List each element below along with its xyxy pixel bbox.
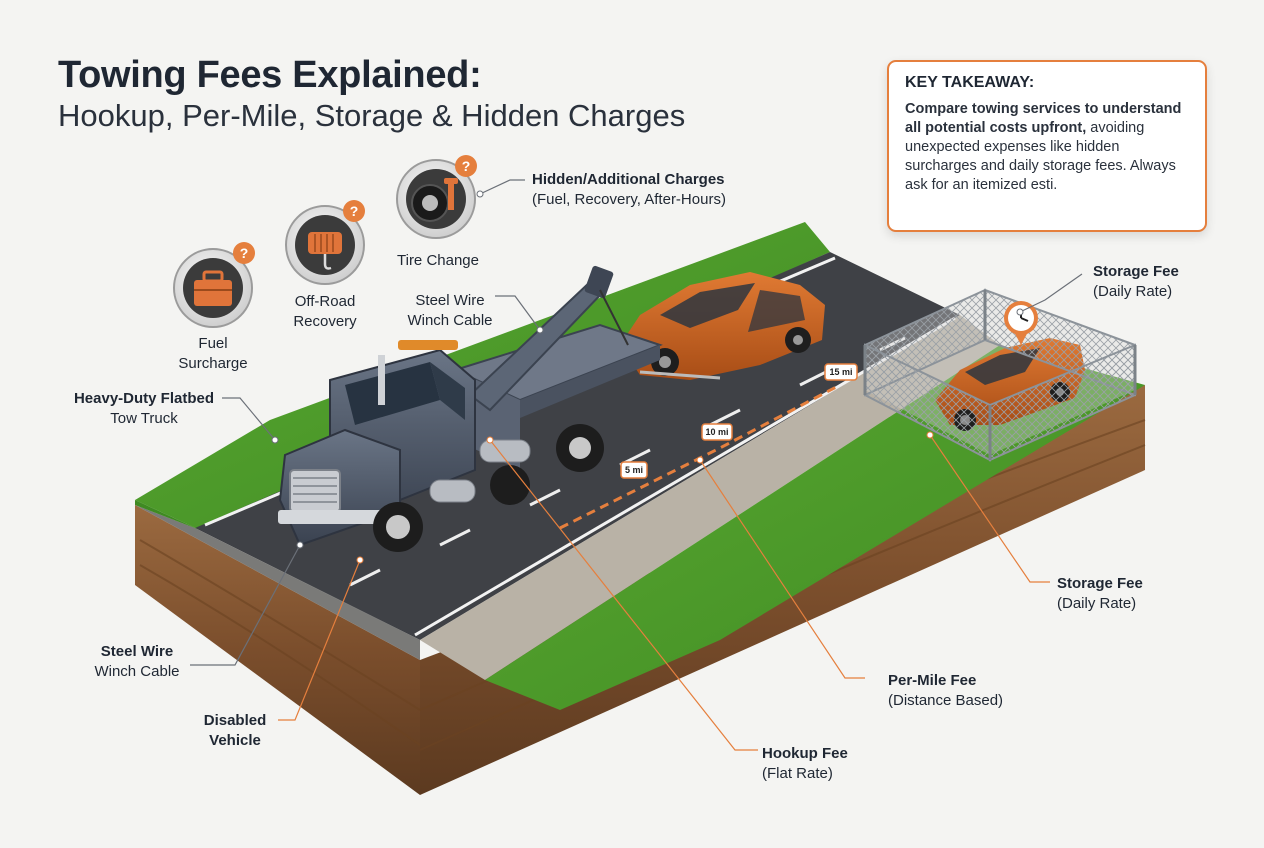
- key-takeaway-heading: KEY TAKEAWAY:: [905, 74, 1035, 91]
- storage-top-title: Storage Fee: [1093, 263, 1179, 280]
- key-takeaway-text: Compare towing services to understand al…: [905, 100, 1189, 195]
- clock-icon: [1004, 301, 1038, 345]
- label-tow-truck: Heavy-Duty Flatbed Tow Truck: [50, 389, 238, 429]
- page-subtitle: Hookup, Per-Mile, Storage & Hidden Charg…: [58, 98, 686, 133]
- question-badge: ?: [350, 203, 359, 219]
- storage-top-sub: (Daily Rate): [1093, 283, 1173, 300]
- label-hidden-charges: Hidden/Additional Charges (Fuel, Recover…: [532, 170, 726, 210]
- label-fuel-surcharge: Fuel Surcharge: [163, 334, 263, 374]
- mile-marker-5: 5 mi: [620, 461, 648, 479]
- label-hookup-fee: Hookup Fee (Flat Rate): [762, 744, 848, 784]
- winch-top-line2: Winch Cable: [407, 312, 493, 329]
- storage-yard: [863, 288, 1137, 462]
- key-takeaway-rest: avoiding unexpected expenses like hidden…: [905, 120, 1176, 193]
- fuel-surcharge-icon-group: ?: [173, 242, 255, 328]
- mile-marker-label: 15 mi: [829, 367, 852, 377]
- winch-top-line1: Steel Wire: [415, 292, 485, 309]
- fuel-line1: Fuel: [198, 335, 228, 352]
- offroad-line1: Off-Road: [294, 293, 356, 310]
- question-badge: ?: [240, 245, 249, 261]
- toolbox-icon: [194, 270, 232, 306]
- disabled-vehicle: [618, 272, 825, 380]
- fuel-line2: Surcharge: [178, 355, 248, 372]
- hidden-sub: (Fuel, Recovery, After-Hours): [532, 191, 726, 208]
- winch-bottom-title: Steel Wire: [100, 643, 174, 660]
- mile-marker-label: 10 mi: [705, 427, 728, 437]
- page-title: Towing Fees Explained:: [58, 54, 482, 96]
- offroad-recovery-icon-group: ?: [285, 200, 365, 285]
- mile-marker-10: 10 mi: [701, 423, 733, 441]
- label-winch-cable-bottom: Steel Wire Winch Cable: [80, 642, 194, 682]
- label-storage-fee-top: Storage Fee (Daily Rate): [1093, 262, 1179, 302]
- hookup-title: Hookup Fee: [762, 745, 848, 762]
- label-offroad-recovery: Off-Road Recovery: [275, 292, 375, 332]
- storage-mid-sub: (Daily Rate): [1057, 595, 1137, 612]
- winch-icon: [308, 232, 342, 270]
- key-takeaway-bold: Compare towing services to understand al…: [905, 101, 1182, 136]
- disabled-line1: Disabled: [203, 712, 267, 729]
- tire-icon: [411, 178, 458, 222]
- offroad-line2: Recovery: [293, 313, 357, 330]
- truck-title: Heavy-Duty Flatbed: [73, 390, 215, 407]
- leader-dots: [271, 190, 1024, 564]
- leader-lines: [190, 179, 1083, 751]
- tire-change-icon-group: ?: [396, 155, 477, 239]
- tow-truck: [278, 265, 663, 552]
- tire-line1: Tire Change: [397, 252, 479, 269]
- winch-bottom-sub: Winch Cable: [94, 663, 180, 680]
- distance-path: [559, 383, 841, 530]
- label-disabled-vehicle: Disabled Vehicle: [190, 711, 280, 751]
- truck-sub: Tow Truck: [110, 410, 178, 427]
- permile-title: Per-Mile Fee: [888, 672, 977, 689]
- gravel-shoulder: [420, 315, 1000, 680]
- key-takeaway-box: KEY TAKEAWAY: Compare towing services to…: [887, 60, 1207, 232]
- storage-mid-title: Storage Fee: [1057, 575, 1143, 592]
- hidden-title: Hidden/Additional Charges: [532, 171, 725, 188]
- mile-marker-15: 15 mi: [824, 363, 858, 381]
- hookup-sub: (Flat Rate): [762, 765, 833, 782]
- label-tire-change: Tire Change: [383, 251, 493, 271]
- disabled-line2: Vehicle: [209, 732, 261, 749]
- label-per-mile-fee: Per-Mile Fee (Distance Based): [888, 671, 1003, 711]
- mile-marker-label: 5 mi: [625, 465, 643, 475]
- label-storage-fee-mid: Storage Fee (Daily Rate): [1057, 574, 1143, 614]
- question-badge: ?: [462, 158, 471, 174]
- label-winch-cable-top: Steel Wire Winch Cable: [400, 291, 500, 331]
- permile-sub: (Distance Based): [888, 692, 1004, 709]
